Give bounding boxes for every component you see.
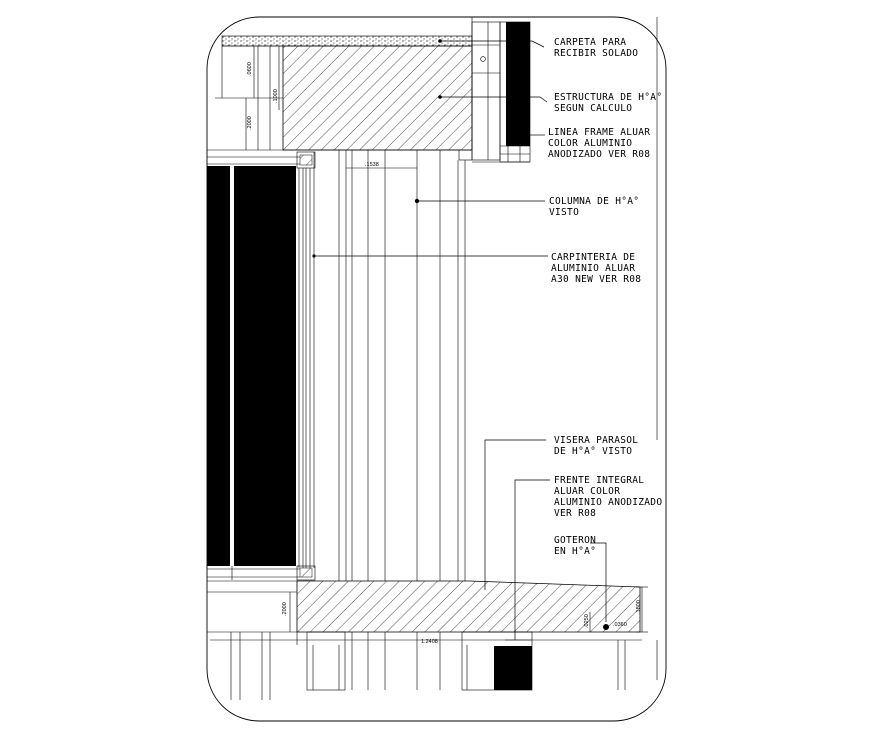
svg-text:ALUMINIO ALUAR: ALUMINIO ALUAR bbox=[551, 263, 635, 274]
svg-text:ALUAR COLOR: ALUAR COLOR bbox=[554, 486, 620, 497]
svg-text:VISERA PARASOL: VISERA PARASOL bbox=[554, 435, 638, 446]
top-dimensions: .0600 .1000 .2000 bbox=[245, 46, 280, 150]
dim-bottom-width: 1.2408 bbox=[421, 639, 438, 645]
drip-groove bbox=[603, 624, 609, 630]
dim-top-a: .0600 bbox=[247, 62, 253, 76]
svg-text:CARPINTERIA DE: CARPINTERIA DE bbox=[551, 252, 635, 263]
svg-text:EN H°A°: EN H°A° bbox=[554, 546, 596, 557]
dark-panel-right bbox=[234, 166, 296, 566]
svg-text:A30 NEW VER R08: A30 NEW VER R08 bbox=[551, 274, 641, 285]
leader-lines bbox=[312, 39, 607, 640]
svg-text:ALUMINIO ANODIZADO: ALUMINIO ANODIZADO bbox=[554, 497, 662, 508]
callout-carpinteria: CARPINTERIA DE ALUMINIO ALUAR A30 NEW VE… bbox=[551, 252, 641, 285]
black-mullion-bottom bbox=[494, 646, 532, 690]
dim-top-c: .2000 bbox=[247, 116, 253, 130]
svg-text:DE H°A° VISTO: DE H°A° VISTO bbox=[554, 446, 632, 457]
svg-text:ESTRUCTURA DE H°A°: ESTRUCTURA DE H°A° bbox=[554, 92, 662, 103]
svg-text:LINEA FRAME ALUAR: LINEA FRAME ALUAR bbox=[548, 127, 650, 138]
svg-text:FRENTE INTEGRAL: FRENTE INTEGRAL bbox=[554, 475, 644, 486]
svg-text:VISTO: VISTO bbox=[549, 207, 579, 218]
aluminium-carpentry bbox=[296, 151, 316, 581]
svg-text:COLOR ALUMINIO: COLOR ALUMINIO bbox=[548, 138, 632, 149]
callout-goteron: GOTERON EN H°A° bbox=[554, 535, 596, 557]
glazing-panels bbox=[207, 156, 300, 580]
dark-panel-left bbox=[207, 166, 230, 566]
black-mullion-top bbox=[506, 22, 530, 146]
callout-frente-integral: FRENTE INTEGRAL ALUAR COLOR ALUMINIO ANO… bbox=[554, 475, 662, 519]
callout-columna: COLUMNA DE H°A° VISTO bbox=[549, 196, 639, 218]
svg-text:VER R08: VER R08 bbox=[554, 508, 596, 519]
svg-text:CARPETA PARA: CARPETA PARA bbox=[554, 37, 626, 48]
dim-bottom-left: .2000 bbox=[282, 602, 288, 616]
top-slab bbox=[207, 17, 473, 161]
lower-structure bbox=[230, 631, 658, 700]
dim-column: .1538 bbox=[365, 162, 379, 168]
svg-text:GOTERON: GOTERON bbox=[554, 535, 596, 546]
column-lines: .1538 bbox=[338, 17, 658, 581]
callout-visera: VISERA PARASOL DE H°A° VISTO bbox=[554, 435, 638, 457]
bottom-visor: .2000 1.2408 .1800 .0250 .0360 bbox=[207, 580, 648, 645]
callout-linea-frame: LINEA FRAME ALUAR COLOR ALUMINIO ANODIZA… bbox=[548, 127, 650, 160]
dim-small-b: .0360 bbox=[613, 622, 627, 628]
top-frame-profile bbox=[471, 21, 531, 163]
svg-text:ANODIZADO VER R08: ANODIZADO VER R08 bbox=[548, 149, 650, 160]
callout-estructura: ESTRUCTURA DE H°A° SEGUN CALCULO bbox=[554, 92, 662, 114]
svg-text:COLUMNA DE H°A°: COLUMNA DE H°A° bbox=[549, 196, 639, 207]
svg-text:RECIBIR SOLADO: RECIBIR SOLADO bbox=[554, 48, 638, 59]
dim-small-a: .0250 bbox=[584, 614, 590, 628]
dim-top-b: .1000 bbox=[273, 89, 279, 103]
callout-carpeta: CARPETA PARA RECIBIR SOLADO bbox=[554, 37, 638, 59]
dim-right-height: .1800 bbox=[636, 600, 642, 614]
svg-text:SEGUN CALCULO: SEGUN CALCULO bbox=[554, 103, 632, 114]
